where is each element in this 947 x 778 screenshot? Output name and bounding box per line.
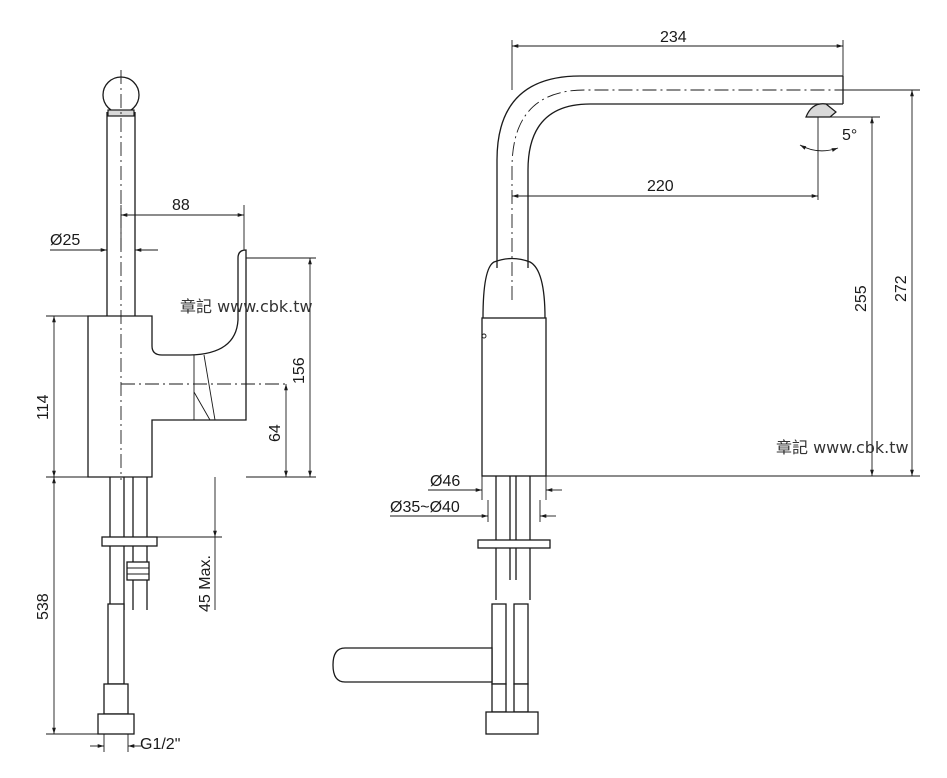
hose-fitting-side: [103, 683, 129, 715]
spout-centerline: [511, 89, 850, 300]
clamp-nut-side: [126, 561, 150, 581]
dim-height-272: 272: [893, 275, 910, 302]
dim-height-156: 156: [291, 357, 308, 384]
dim-hose-538: 538: [35, 593, 52, 620]
dim-diameter-46: Ø46: [430, 473, 460, 490]
dim-height-114: 114: [35, 394, 52, 420]
dim-reach-88: 88: [172, 197, 190, 214]
dim-height-255: 255: [853, 285, 870, 312]
faucet-body: [87, 249, 247, 478]
connector-pipe: [332, 647, 493, 683]
dim-hole-35-40: Ø35~Ø40: [390, 499, 460, 516]
dim-height-64: 64: [267, 424, 284, 442]
dim-angle-5: 5°: [842, 127, 857, 144]
dim-diameter-25: Ø25: [50, 232, 80, 249]
handle-lever: [482, 257, 546, 319]
dim-reach-220: 220: [647, 178, 674, 195]
hose-nuts-front: [485, 711, 539, 735]
mounting-plate-side: [101, 536, 158, 547]
watermark-left: 章記 www.cbk.tw: [180, 297, 313, 316]
aerator-tip: [805, 103, 837, 118]
spout-outer: [496, 75, 843, 268]
side-view: Ø25 88 114 156 64 45 Max. 538 G1/2ʺ: [35, 70, 316, 753]
spout-inner: [527, 103, 843, 268]
dim-thread-g12: G1/2ʺ: [140, 736, 180, 753]
hose-nut-side: [97, 713, 135, 735]
watermark-right: 章記 www.cbk.tw: [776, 438, 909, 457]
front-view: 234 220 5° 255 272 Ø46 Ø35~Ø40: [332, 29, 920, 735]
mounting-plate-front: [477, 539, 551, 549]
dim-reach-234: 234: [660, 29, 687, 46]
dim-clamp-45: 45 Max.: [197, 555, 214, 612]
faucet-body-front: [481, 317, 547, 477]
